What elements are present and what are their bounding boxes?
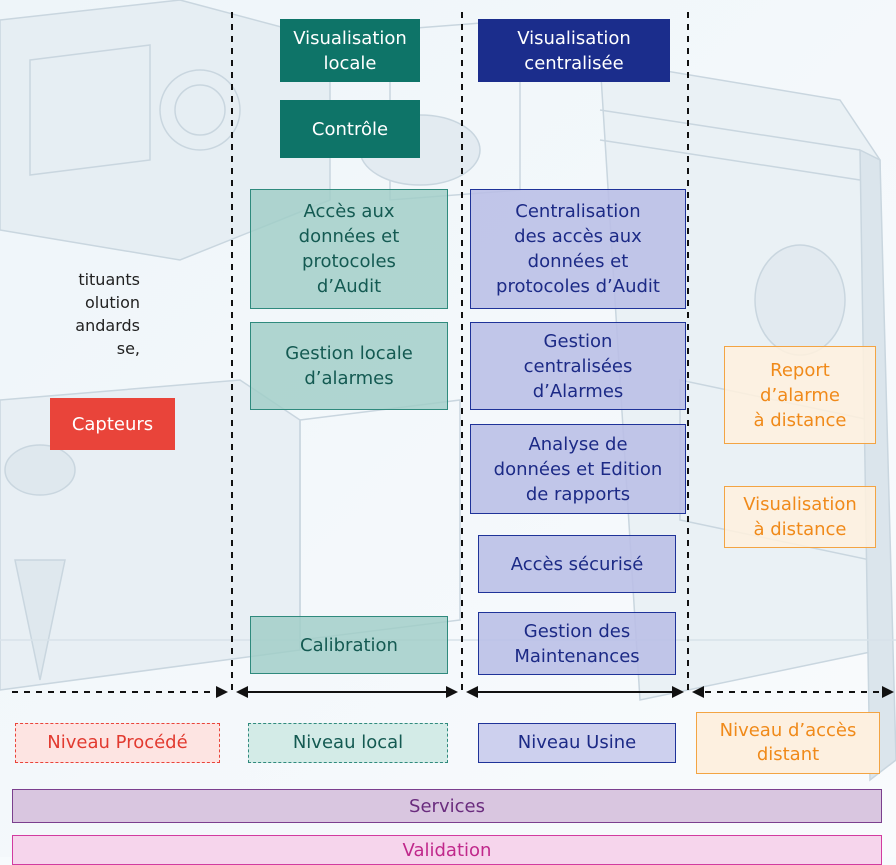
acces-donnees-audit-box: Accès aux données et protocoles d’Audit (250, 189, 448, 309)
visualisation-distance-box: Visualisation à distance (724, 486, 876, 548)
gestion-maintenances-box: Gestion des Maintenances (478, 612, 676, 675)
partial-line-2: olution (84, 293, 140, 312)
niveau-acces-distant-label: Niveau d’accès distant (696, 712, 880, 774)
services-bar: Services (12, 789, 882, 823)
niveau-procede-label: Niveau Procédé (15, 723, 220, 763)
acces-securise-box: Accès sécurisé (478, 535, 676, 593)
validation-bar: Validation (12, 835, 882, 865)
partial-line-1: tituants (78, 270, 140, 289)
partial-description-text: tituants olution andards se, (0, 268, 140, 360)
capteurs-box: Capteurs (50, 398, 175, 450)
visualisation-centralisee-box: Visualisation centralisée (478, 19, 670, 82)
niveau-local-label: Niveau local (248, 723, 448, 763)
calibration-box: Calibration (250, 616, 448, 674)
niveau-usine-label: Niveau Usine (478, 723, 676, 763)
controle-box: Contrôle (280, 100, 420, 158)
gestion-locale-alarmes-box: Gestion locale d’alarmes (250, 322, 448, 410)
report-alarme-distance-box: Report d’alarme à distance (724, 346, 876, 444)
visualisation-locale-box: Visualisation locale (280, 19, 420, 82)
partial-line-4: se, (116, 339, 140, 358)
gestion-centralisee-alarmes-box: Gestion centralisées d’Alarmes (470, 322, 686, 410)
centralisation-acces-audit-box: Centralisation des accès aux données et … (470, 189, 686, 309)
analyse-donnees-rapports-box: Analyse de données et Edition de rapport… (470, 424, 686, 514)
partial-line-3: andards (75, 316, 140, 335)
